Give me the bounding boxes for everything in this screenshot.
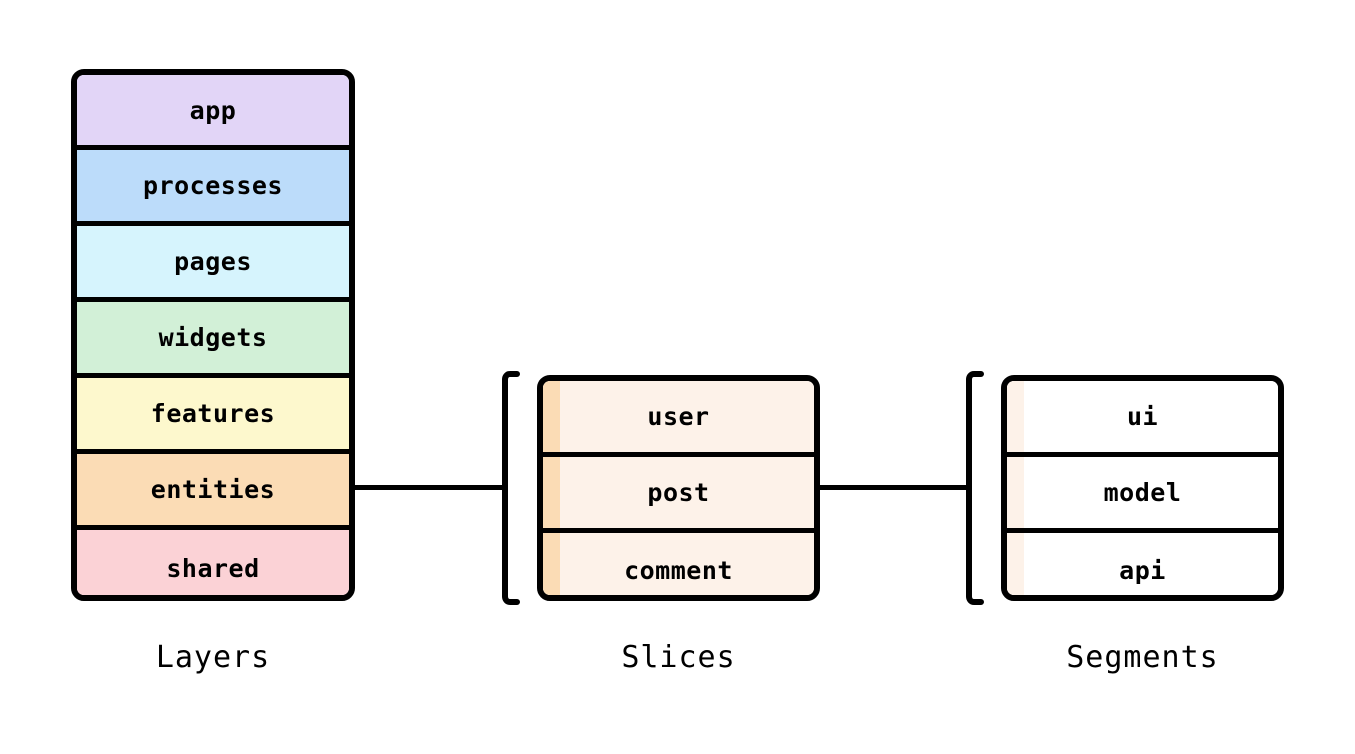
layer-label: app <box>189 95 237 125</box>
row-stripe <box>77 302 94 373</box>
segment-row-model[interactable]: model <box>1007 457 1278 533</box>
layer-label: features <box>150 399 276 428</box>
slice-label: user <box>647 402 710 431</box>
slice-label: post <box>647 478 710 507</box>
segment-row-ui[interactable]: ui <box>1007 381 1278 457</box>
layer-label: shared <box>166 553 260 583</box>
layer-row-widgets[interactable]: widgets <box>77 302 349 378</box>
left-bracket-icon <box>961 370 987 606</box>
slices-stack: user post comment <box>537 375 820 601</box>
layers-stack: app processes pages widgets features ent… <box>71 69 355 601</box>
segment-label: model <box>1103 478 1182 507</box>
layer-label: pages <box>174 247 252 276</box>
layer-row-entities[interactable]: entities <box>77 454 349 530</box>
row-stripe <box>1007 457 1024 528</box>
layer-label: processes <box>143 171 283 200</box>
slice-row-post[interactable]: post <box>543 457 814 533</box>
row-stripe <box>77 150 94 221</box>
slice-row-user[interactable]: user <box>543 381 814 457</box>
connector-slices-to-segments <box>819 485 971 490</box>
segments-caption: Segments <box>1066 640 1219 675</box>
slice-label: comment <box>624 555 733 585</box>
row-stripe <box>543 457 560 528</box>
slice-row-comment[interactable]: comment <box>543 533 814 595</box>
segment-row-api[interactable]: api <box>1007 533 1278 595</box>
row-stripe <box>543 381 560 452</box>
left-bracket-icon <box>497 370 523 606</box>
segment-label: ui <box>1126 402 1159 431</box>
row-stripe <box>1007 381 1024 452</box>
row-stripe <box>77 378 94 449</box>
connector-layers-to-slices <box>354 485 506 490</box>
layers-caption: Layers <box>155 640 271 675</box>
layer-row-app[interactable]: app <box>77 75 349 150</box>
row-stripe <box>77 530 94 595</box>
row-stripe <box>77 75 94 145</box>
layer-row-processes[interactable]: processes <box>77 150 349 226</box>
row-stripe <box>77 454 94 525</box>
segment-label: api <box>1119 555 1166 585</box>
layer-row-shared[interactable]: shared <box>77 530 349 595</box>
row-stripe <box>1007 533 1024 595</box>
layer-row-pages[interactable]: pages <box>77 226 349 302</box>
row-stripe <box>77 226 94 297</box>
layer-label: entities <box>150 475 276 504</box>
slices-caption: Slices <box>621 640 736 675</box>
layer-row-features[interactable]: features <box>77 378 349 454</box>
layer-label: widgets <box>158 323 268 352</box>
segments-stack: ui model api <box>1001 375 1284 601</box>
row-stripe <box>543 533 560 595</box>
